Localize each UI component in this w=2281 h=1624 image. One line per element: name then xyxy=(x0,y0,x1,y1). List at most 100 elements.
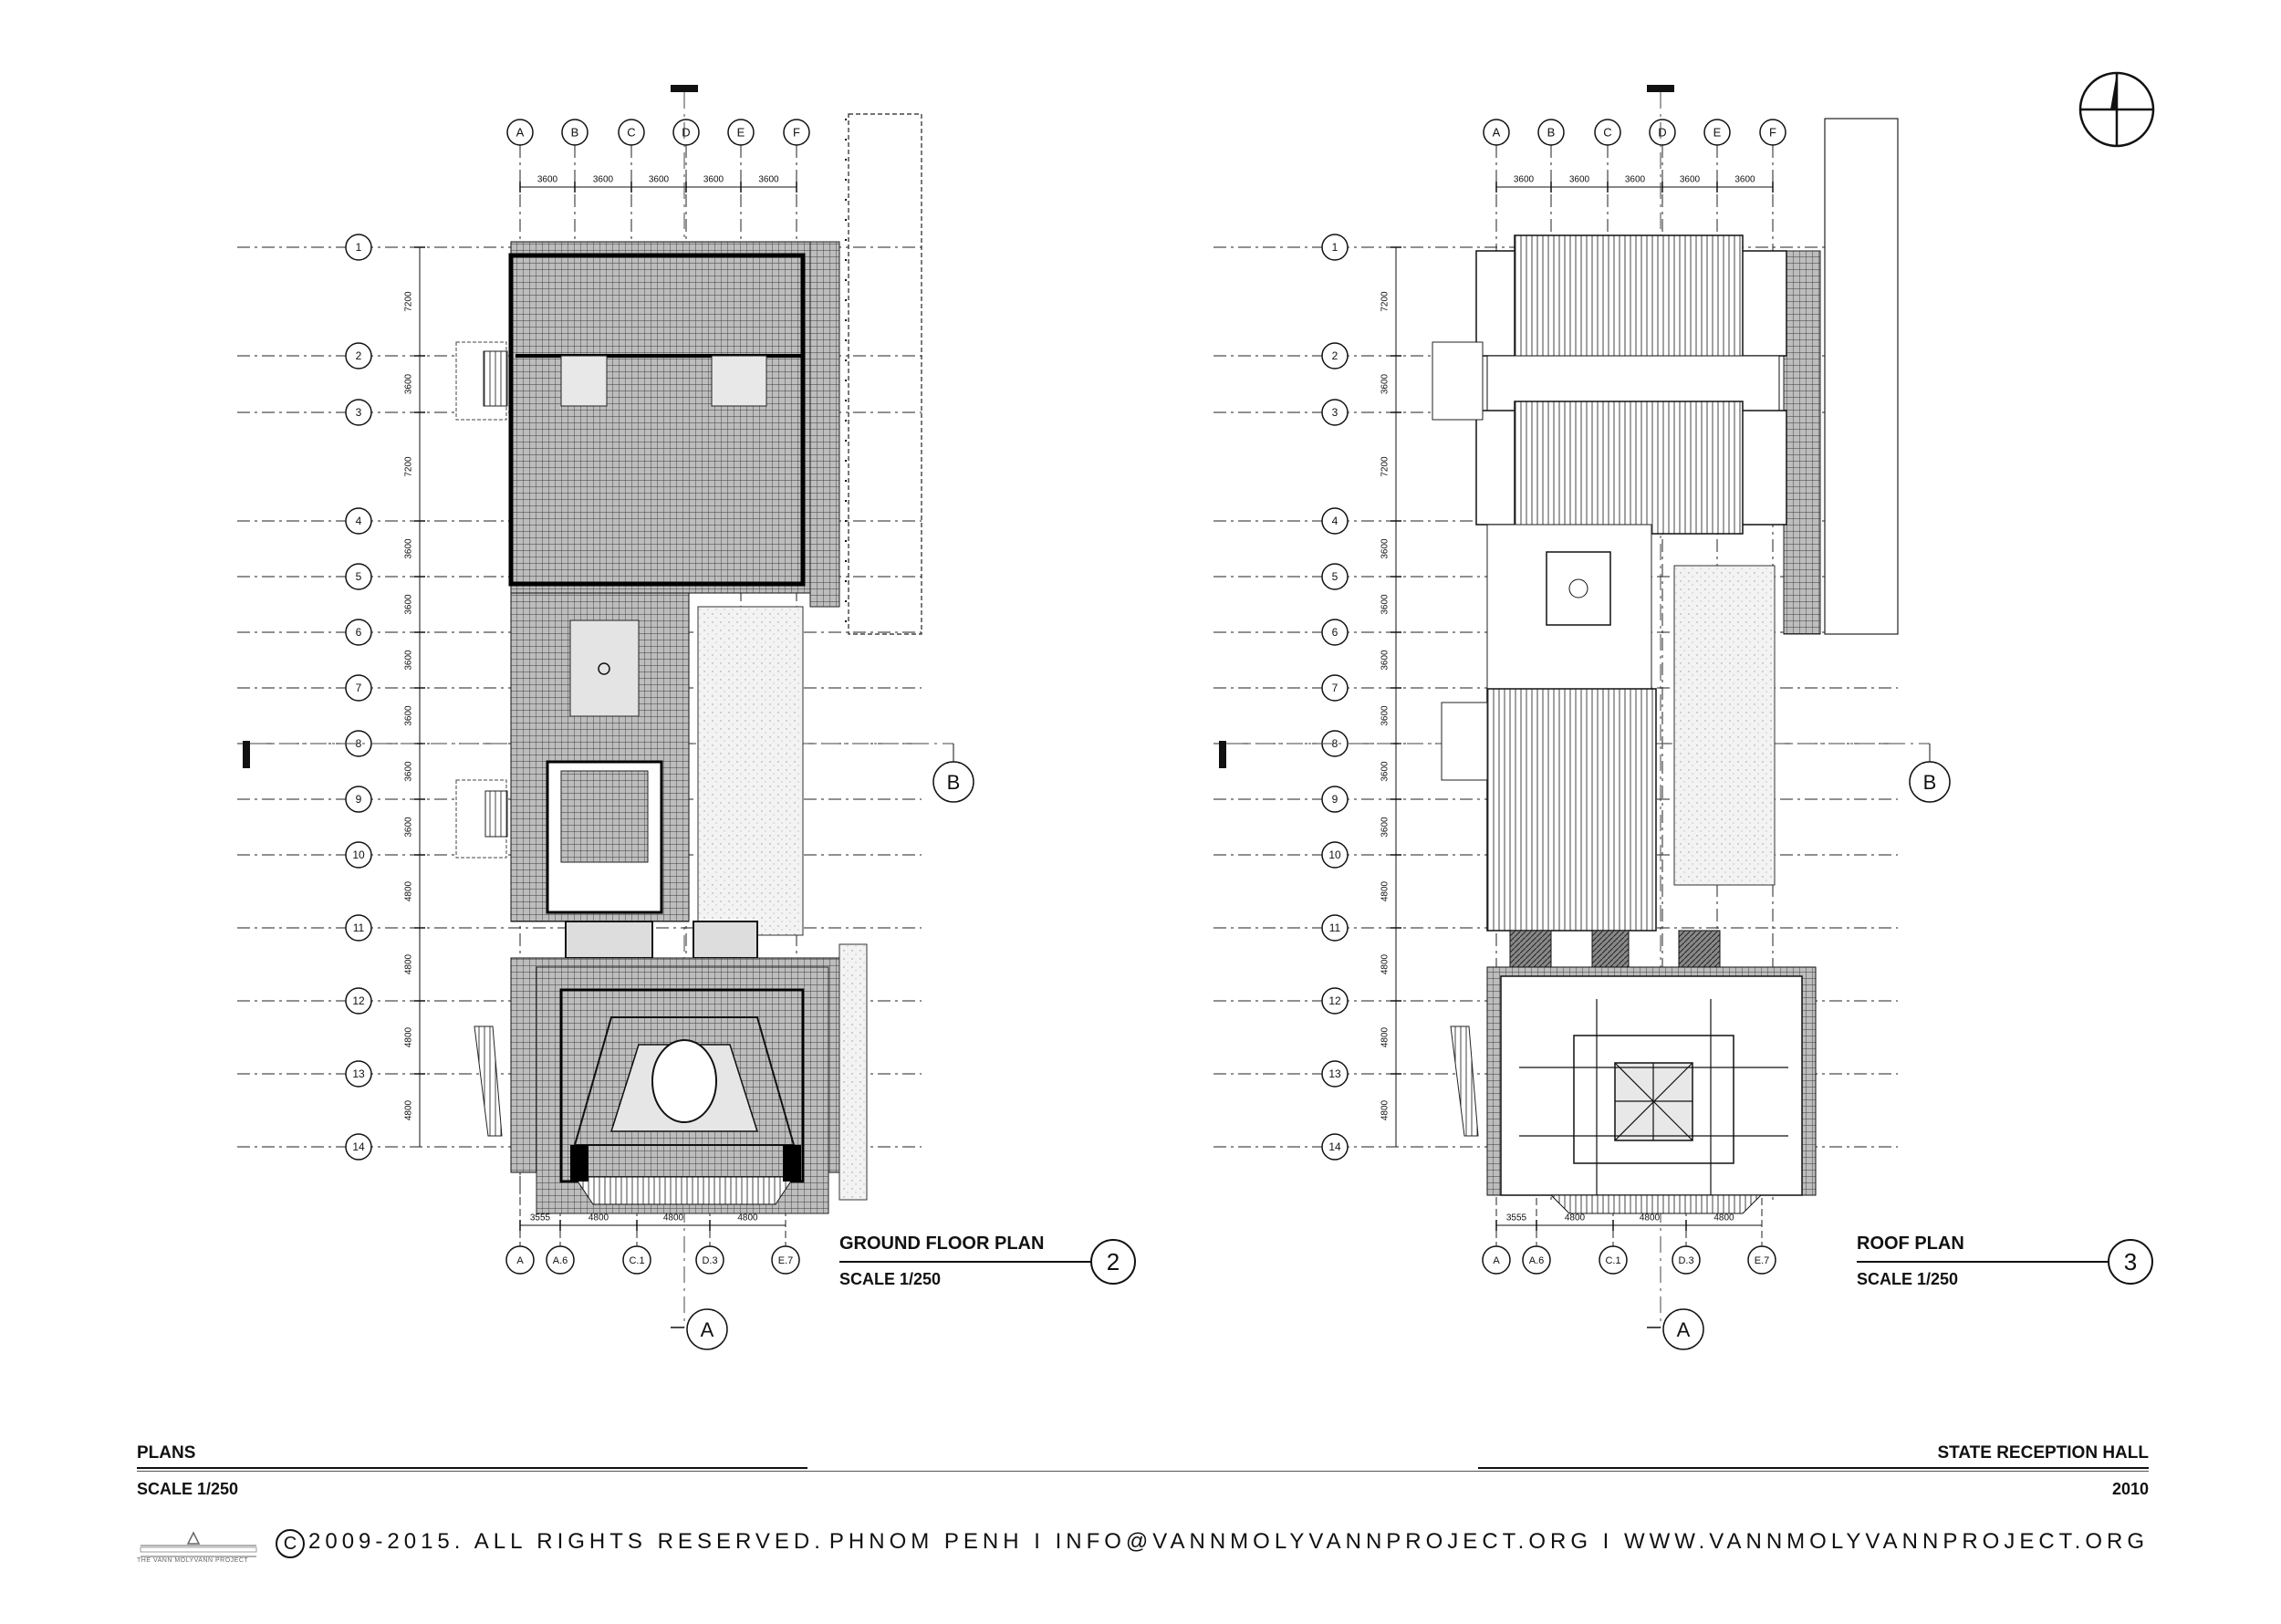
bottom-col-label-C.1: C.1 xyxy=(629,1255,644,1266)
row-bubble-5 xyxy=(1321,563,1349,590)
row-label-6: 6 xyxy=(356,626,362,639)
col-label-A: A xyxy=(516,125,525,139)
row-dim-5: 3600 xyxy=(404,650,414,671)
row-dim-7: 3600 xyxy=(404,761,414,782)
row-label-5: 5 xyxy=(1332,570,1338,583)
footer-rule-thin xyxy=(137,1471,2149,1472)
row-dim-1: 3600 xyxy=(1380,373,1390,394)
row-dim-5: 3600 xyxy=(1380,650,1390,671)
col-label-C: C xyxy=(1603,125,1611,139)
south-steps xyxy=(574,1176,795,1205)
row-label-6: 6 xyxy=(1332,626,1338,639)
project-title: STATE RECEPTION HALL xyxy=(1937,1443,2149,1463)
sheet-scale-left: SCALE 1/250 xyxy=(137,1480,239,1498)
roof-plan-title: ROOF PLAN xyxy=(1857,1234,1964,1254)
east-planter xyxy=(838,943,868,1201)
col-bubble-E xyxy=(1703,119,1731,146)
east-garden xyxy=(697,606,804,936)
bottom-dim-2: 4800 xyxy=(1640,1213,1661,1223)
bottom-dim-3: 4800 xyxy=(1713,1213,1734,1223)
top-dim-2: 3600 xyxy=(649,175,670,185)
pylon-west xyxy=(570,1145,588,1182)
row-dim-9: 4800 xyxy=(404,880,414,901)
east-tile-strip xyxy=(809,241,840,608)
top-dim-1: 3600 xyxy=(593,175,614,185)
top-dim-0: 3600 xyxy=(1514,175,1535,185)
row-label-13: 13 xyxy=(1328,1067,1341,1080)
west-ramp xyxy=(474,1025,503,1137)
col-label-A: A xyxy=(1493,125,1501,139)
row-label-12: 12 xyxy=(352,994,365,1007)
courtyard-roof-lantern xyxy=(1546,551,1611,626)
row-label-4: 4 xyxy=(1332,515,1338,527)
col-label-E: E xyxy=(1713,125,1722,139)
west-stair-roof xyxy=(1432,341,1484,421)
row-bubble-13 xyxy=(345,1060,372,1088)
row-bubble-12 xyxy=(345,987,372,1015)
logo-text: THE VANN MOLYVANN PROJECT xyxy=(137,1557,249,1564)
roof-plan-title-rule xyxy=(1857,1261,2110,1263)
bottom-dim-1: 4800 xyxy=(588,1213,609,1223)
row-bubble-1 xyxy=(345,234,372,261)
row-label-12: 12 xyxy=(1328,994,1341,1007)
footer-rule-left xyxy=(137,1467,807,1469)
row-dim-7: 3600 xyxy=(1380,761,1390,782)
row-label-3: 3 xyxy=(1332,406,1338,419)
row-label-14: 14 xyxy=(1328,1140,1341,1153)
ground-floor-plan-number: 2 xyxy=(1090,1239,1136,1285)
middle-slat-roof xyxy=(1486,688,1657,932)
ground-plan-title-rule xyxy=(839,1261,1093,1263)
section-a-label: A xyxy=(1677,1318,1691,1341)
row-bubble-11 xyxy=(1321,914,1349,942)
row-dim-11: 4800 xyxy=(404,1026,414,1047)
row-label-4: 4 xyxy=(356,515,362,527)
row-dim-2: 7200 xyxy=(404,456,414,477)
top-dim-1: 3600 xyxy=(1569,175,1590,185)
ground-floor-plan-title: GROUND FLOOR PLAN xyxy=(839,1234,1045,1254)
col-label-F: F xyxy=(1769,125,1776,139)
footer-rule-right xyxy=(1478,1467,2149,1469)
bottom-bubble-D.3 xyxy=(1672,1245,1701,1275)
row-label-8: 8 xyxy=(356,737,362,750)
row-bubble-10 xyxy=(1321,841,1349,869)
bottom-bubble-E.7 xyxy=(1747,1245,1776,1275)
top-dim-0: 3600 xyxy=(537,175,558,185)
bottom-dim-2: 4800 xyxy=(663,1213,684,1223)
col-bubble-C xyxy=(618,119,645,146)
north-arrow-icon xyxy=(2078,71,2155,148)
row-label-11: 11 xyxy=(1329,921,1341,934)
skylight-mid xyxy=(1591,930,1630,968)
bottom-col-label-A: A xyxy=(1493,1255,1500,1266)
row-dim-1: 3600 xyxy=(404,373,414,394)
top-dim-3: 3600 xyxy=(703,175,724,185)
row-dim-12: 4800 xyxy=(404,1099,414,1120)
west-entry-roof xyxy=(1441,702,1488,781)
kitchen-counter xyxy=(565,921,653,959)
section-b-label: B xyxy=(947,771,961,794)
row-dim-6: 3600 xyxy=(1380,705,1390,726)
central-oval xyxy=(651,1039,717,1123)
row-bubble-9 xyxy=(345,786,372,813)
col-bubble-A xyxy=(506,119,534,146)
pyramid-ridges xyxy=(1614,1062,1693,1141)
skylight-west xyxy=(1509,930,1552,968)
bottom-bubble-E.7 xyxy=(771,1245,800,1275)
east-annex-outline xyxy=(848,113,922,635)
bottom-col-label-C.1: C.1 xyxy=(1605,1255,1620,1266)
bottom-bubble-D.3 xyxy=(695,1245,724,1275)
bottom-bubble-A xyxy=(1482,1245,1511,1275)
row-dim-12: 4800 xyxy=(1380,1099,1390,1120)
section-mark-left xyxy=(243,741,250,768)
row-dim-8: 3600 xyxy=(1380,817,1390,838)
row-bubble-2 xyxy=(345,342,372,370)
top-dim-4: 3600 xyxy=(758,175,779,185)
bottom-dim-0: 3555 xyxy=(530,1213,551,1223)
bottom-col-label-E.7: E.7 xyxy=(778,1255,794,1266)
col-bubble-A xyxy=(1483,119,1510,146)
section-a-bubble xyxy=(1662,1308,1704,1350)
row-label-8: 8 xyxy=(1332,737,1338,750)
row-dim-4: 3600 xyxy=(1380,594,1390,615)
col-label-C: C xyxy=(627,125,635,139)
row-dim-4: 3600 xyxy=(404,594,414,615)
